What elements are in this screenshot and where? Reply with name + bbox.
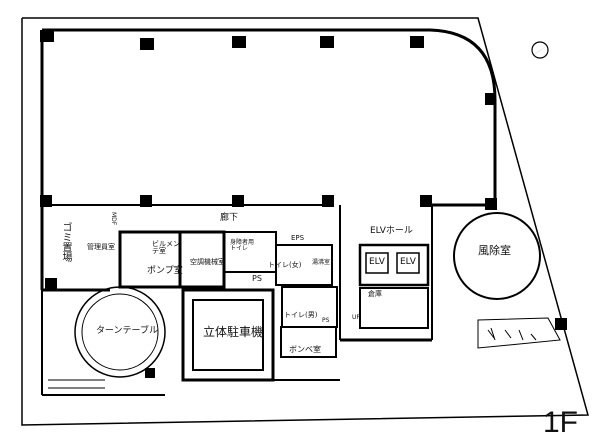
office-outline [42,28,497,207]
floor-label: 1F [542,406,578,439]
room-windbreak: 風除室 [478,244,511,257]
room-parking-machine: 立体駐車機 [203,325,264,339]
room-building-maint: ビルメンテ室 [152,240,180,255]
room-turntable: ターンテーブル [96,326,159,336]
room-storage: 倉庫 [368,290,382,298]
columns [40,30,567,378]
room-corridor: 廊下 [220,213,239,223]
room-pump: ポンプ室 [147,266,183,276]
room-garbage: ゴミ置場 [60,222,71,262]
site-boundary [21,17,589,426]
room-toilet-male: トイレ(男) [284,311,318,319]
room-accessible-toilet: 身障者用トイレ [230,239,255,252]
room-elv-1: ELV [369,257,385,267]
room-elv-hall: ELVホール [370,226,413,236]
room-kitchenette: 湯沸室 [312,259,331,266]
room-mdf: MDF [110,212,117,226]
room-gas-cylinder: ボンベ室 [289,345,321,354]
room-ps-2: PS [322,317,330,324]
planting [477,317,561,349]
stairs-up-label: UP [352,314,361,321]
room-manager: 管理員室 [87,243,115,251]
windbreak-circle [453,212,541,300]
room-hvac: 空調機械室 [190,258,225,266]
room-eps: EPS [291,234,305,242]
room-elv-2: ELV [400,257,416,267]
room-toilet-female: トイレ(女) [268,261,302,269]
compass-north-icon [531,41,549,59]
room-ps-1: PS [252,274,262,283]
turntable-circle [74,286,166,378]
